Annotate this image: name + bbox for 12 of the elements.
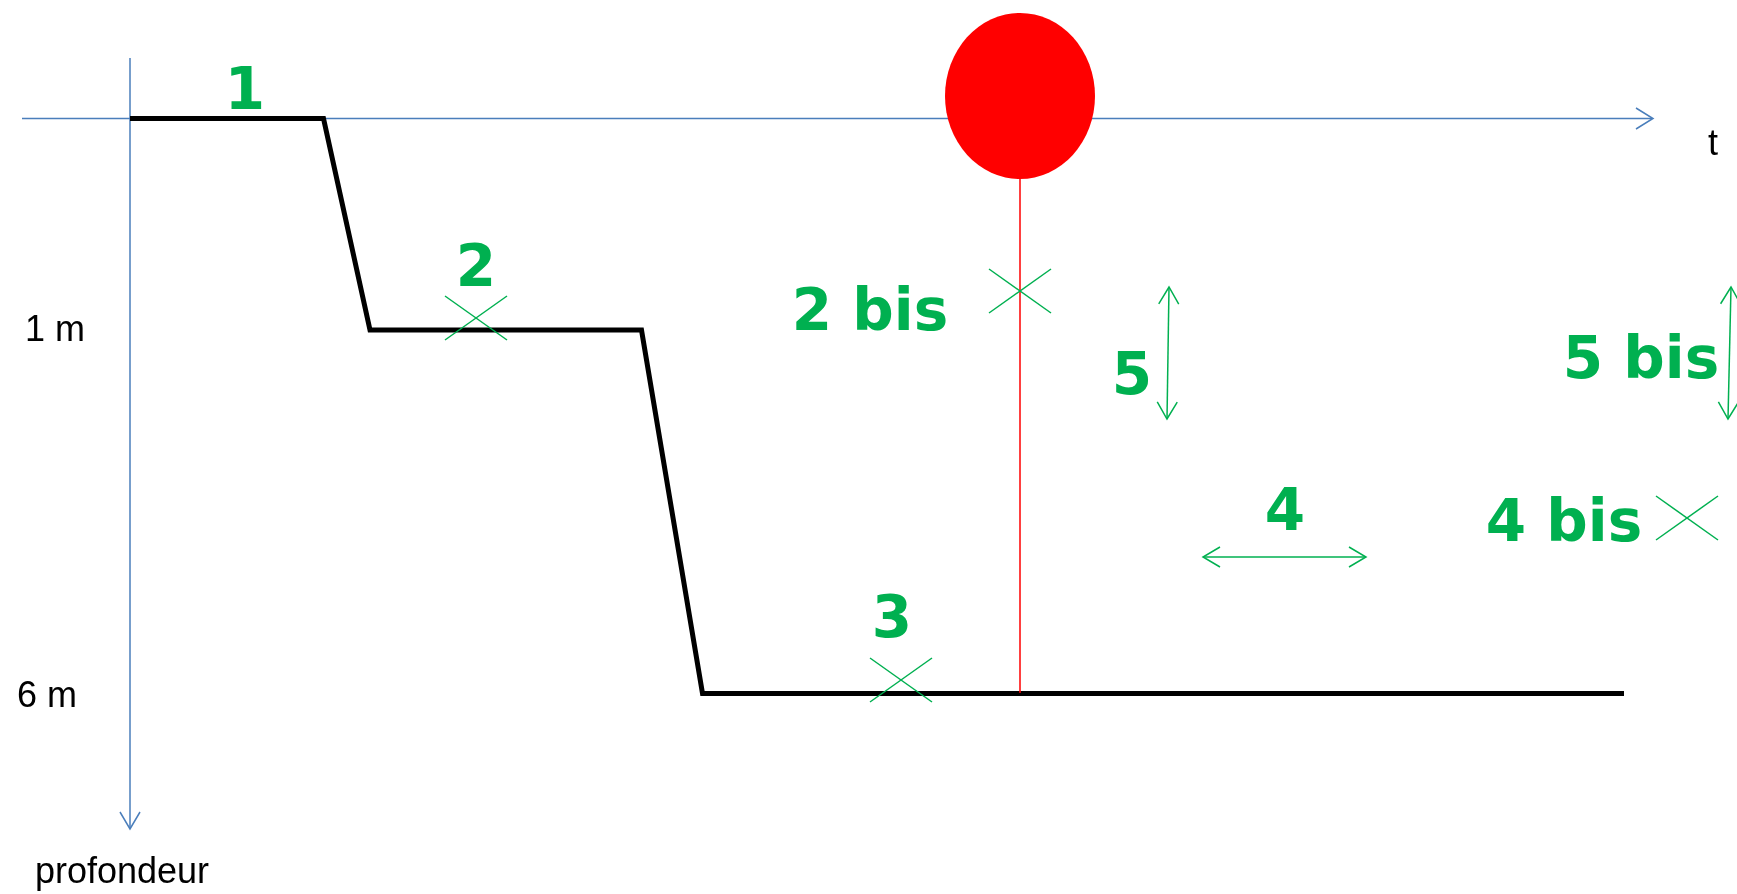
step-number: 3 [871, 588, 913, 646]
step-number: 5 bis [1562, 329, 1720, 387]
step-number: 2 [455, 237, 497, 295]
step-number: 1 [224, 60, 266, 118]
step-number: 4 [1264, 481, 1306, 539]
step-number: 5 [1111, 345, 1153, 403]
step-number: 4 bis [1485, 492, 1643, 550]
axis-label: t [1708, 125, 1718, 161]
axis-label: profondeur [34, 853, 210, 889]
step-number: 2 bis [791, 281, 949, 339]
depth-label: 1 m [25, 311, 85, 347]
depth-label: 6 m [17, 677, 77, 713]
